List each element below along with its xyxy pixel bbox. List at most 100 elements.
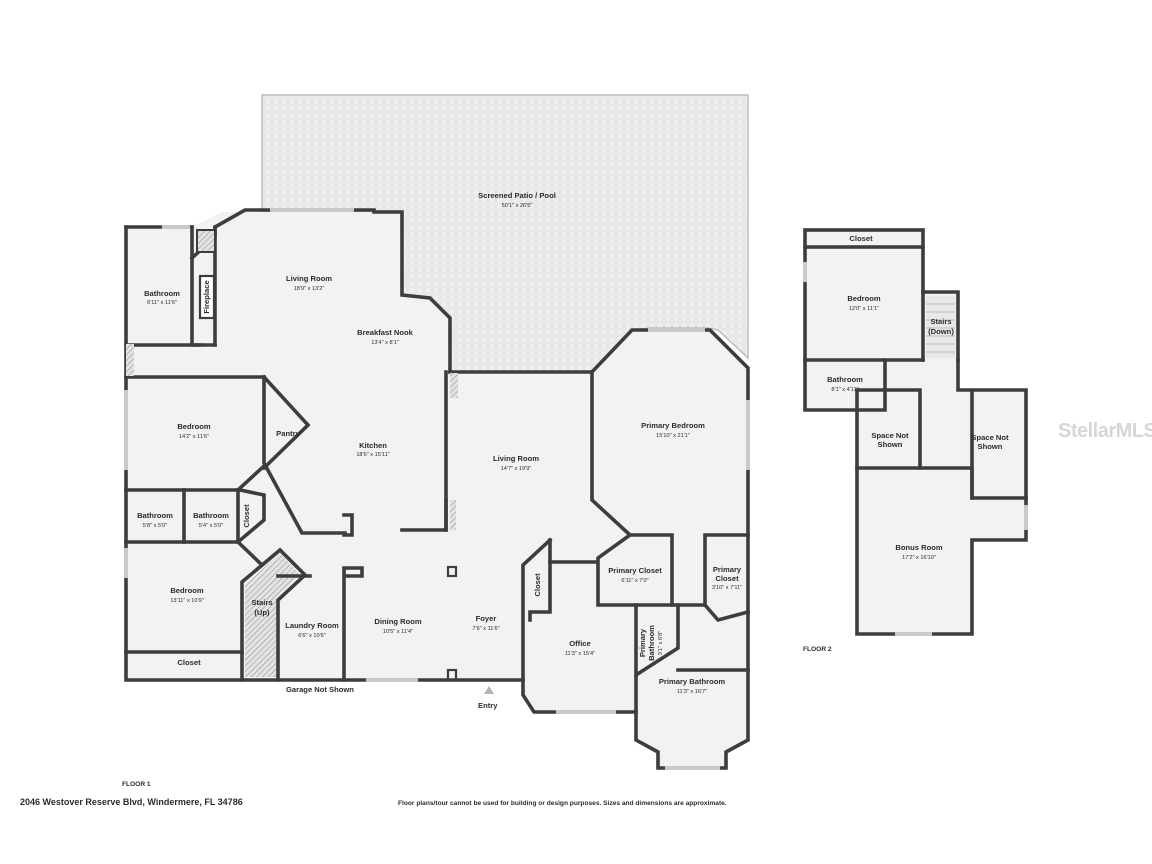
fireplace-box (198, 274, 216, 320)
watermark-logo: StellarMLS (1058, 420, 1152, 442)
floor-2-plan: Closet Bedroom 12'0" x 11'1" Stairs (Dow… (803, 228, 1028, 653)
column (446, 565, 458, 578)
room-name: Living Room (286, 274, 332, 283)
space-not-shown-label: Shown (878, 440, 903, 449)
closet-label: Primary (713, 565, 742, 574)
room-name: Office (569, 639, 591, 648)
wall (240, 547, 308, 682)
room-name: Laundry Room (285, 621, 339, 630)
room-dims: 5'8" x 5'0" (143, 523, 167, 529)
primary-bathroom-small-label: Primary Bathroom 3'1" x 6'8" (638, 625, 664, 661)
room-name: Bedroom (847, 294, 881, 303)
room-name: Bedroom (170, 586, 204, 595)
space-not-shown-label: Space Not (971, 433, 1009, 442)
garage-label: Garage Not Shown (286, 685, 354, 694)
room-dims: 13'11" x 10'9" (170, 598, 203, 604)
room-dims: 7'6" x 11'6" (472, 626, 499, 632)
fireplace-hearth (196, 229, 216, 253)
room-dims: 3'1" x 6'8" (658, 631, 664, 655)
room-name: Bathroom (827, 375, 863, 384)
room-dims: 8'1" x 4'11" (831, 387, 858, 393)
floor-2-label: FLOOR 2 (803, 646, 832, 653)
wall (528, 538, 552, 622)
exterior-wall (521, 610, 750, 770)
room-name: Dining Room (374, 617, 421, 626)
closet-label: Closet (849, 234, 873, 243)
room-name: Breakfast Nook (357, 328, 413, 337)
closet-label: Closet (177, 658, 201, 667)
property-address: 2046 Westover Reserve Blvd, Windermere, … (20, 797, 243, 807)
room-name: Screened Patio / Pool (478, 191, 556, 200)
room-name: Bedroom (177, 422, 211, 431)
floor-2-area (805, 230, 1026, 634)
room-dims: 15'10" x 21'1" (656, 433, 690, 439)
room-name: Bonus Room (895, 543, 942, 552)
wall (124, 375, 347, 535)
wall (590, 370, 674, 607)
room-dims: 11'3" x 15'4" (565, 651, 595, 657)
floor-1-label: FLOOR 1 (122, 781, 151, 788)
stairs-up-hatch (245, 553, 300, 677)
room-name: Bathroom (144, 289, 180, 298)
room-dims: 13'4" x 8'1" (371, 340, 399, 346)
stairs-label: (Down) (928, 327, 954, 336)
closet-label: Closet (533, 573, 542, 597)
floor-1-plan: Screened Patio / Pool 50'1" x 26'5" Livi… (122, 94, 751, 788)
wall-hatch (450, 500, 456, 530)
wall (803, 245, 925, 412)
room-name: Primary (638, 628, 647, 657)
room-dims: 18'6" x 15'11" (356, 452, 389, 458)
room-name: Bathroom (647, 625, 656, 661)
room-name: Foyer (476, 614, 497, 623)
space-not-shown-label: Shown (978, 442, 1003, 451)
stairs-label: (Up) (254, 608, 270, 617)
wall (261, 374, 311, 471)
wall (634, 603, 680, 714)
wall-hatch (126, 344, 134, 376)
room-dims: 5'4" x 5'0" (199, 523, 223, 529)
room-name: Primary Closet (608, 566, 662, 575)
stair-treads (926, 303, 955, 353)
wall (670, 603, 751, 623)
room-name: Primary Bedroom (641, 421, 705, 430)
wall (918, 466, 974, 500)
stairs-label: Stairs (930, 317, 951, 326)
space-not-shown-label: Space Not (871, 431, 909, 440)
column (446, 668, 458, 682)
room-name: Bathroom (137, 511, 173, 520)
room-name: Kitchen (359, 441, 387, 450)
entry-label: Entry (478, 701, 498, 710)
fireplace-label: Fireplace (202, 280, 211, 313)
wall (124, 487, 266, 544)
entry-arrow-icon (484, 686, 494, 694)
closet-label: Closet (715, 574, 739, 583)
wall (855, 466, 1028, 636)
closet-walls (803, 228, 925, 249)
room-dims: 10'5" x 11'4" (383, 629, 413, 635)
room-dims: 12'0" x 11'1" (849, 306, 879, 312)
room-dims: 3'10" x 7'11" (712, 585, 742, 591)
wall (235, 539, 265, 568)
wall (921, 290, 960, 362)
room-dims: 6'11" x 11'6" (147, 300, 177, 306)
room-dims: 6'6" x 10'6" (298, 633, 326, 639)
room-dims: 6'11" x 7'0" (621, 578, 648, 584)
stairs-label: Stairs (251, 598, 272, 607)
disclaimer-text: Floor plans/tour cannot be used for buil… (398, 800, 727, 807)
room-dims: 50'1" x 26'5" (502, 203, 533, 209)
room-dims: 14'7" x 19'9" (501, 466, 532, 472)
wall (342, 566, 364, 682)
room-name: Living Room (493, 454, 539, 463)
room-dims: 17'2" x 16'10" (902, 555, 936, 561)
main-floor-area (126, 212, 748, 768)
wall-hatch (450, 373, 458, 398)
wall (521, 537, 553, 682)
room-name: Bathroom (193, 511, 229, 520)
exterior-wall (213, 208, 452, 374)
room-dims: 18'9" x 13'2" (294, 286, 325, 292)
wall (703, 533, 750, 607)
room-dims: 11'3" x 16'7" (677, 689, 707, 695)
room-dims: 14'2" x 11'6" (179, 434, 209, 440)
pantry-label: Pantry (276, 429, 300, 438)
